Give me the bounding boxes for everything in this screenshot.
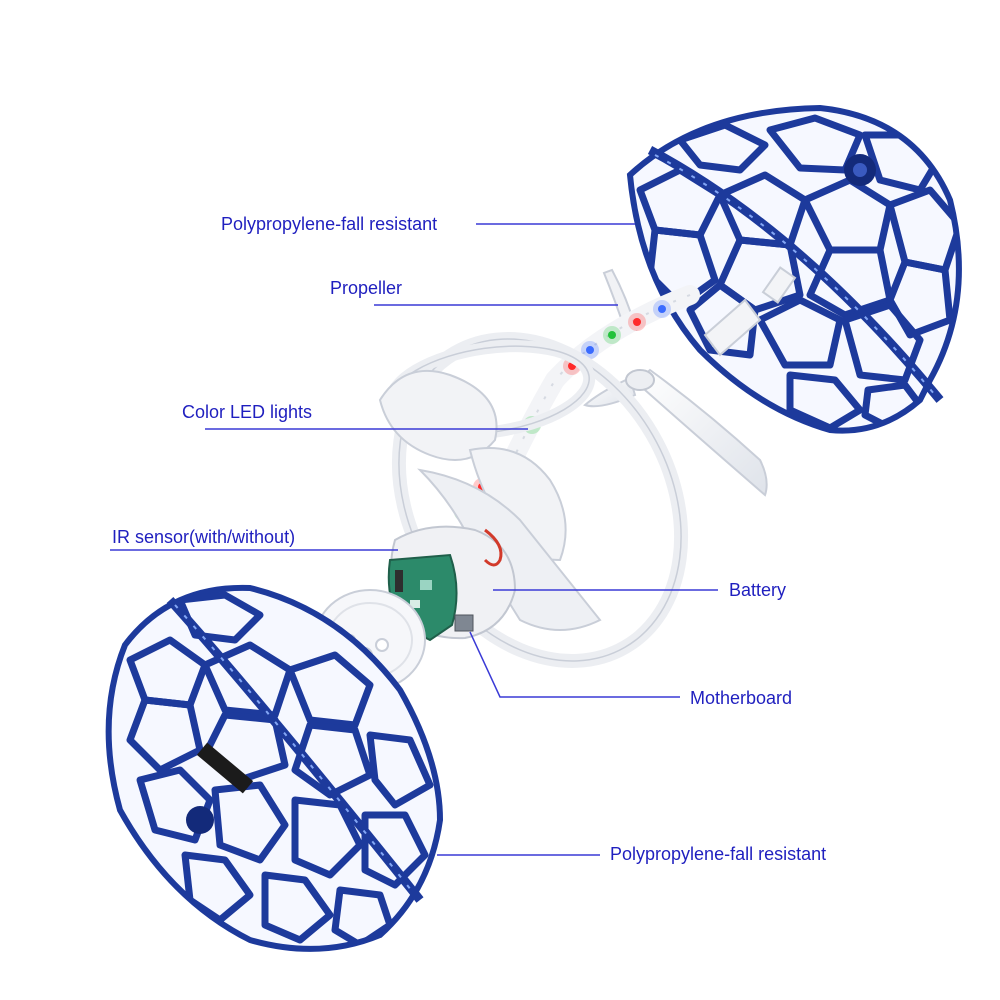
motor-wire — [483, 528, 503, 567]
ir-sensor — [454, 614, 474, 632]
led-dot — [608, 331, 616, 339]
top-cage-clip — [703, 298, 762, 357]
label-led-lights: Color LED lights — [182, 402, 313, 422]
led-dot — [633, 318, 641, 326]
led-dot — [658, 305, 666, 313]
fin-upper — [378, 369, 498, 461]
label-ir-sensor: IR sensor(with/without) — [112, 527, 296, 547]
bottom-cage-shell — [105, 584, 444, 952]
label-motherboard: Motherboard — [690, 688, 793, 708]
bottom-cage-bar — [196, 742, 254, 794]
led-dot — [586, 346, 594, 354]
label-battery: Battery — [729, 580, 787, 600]
leader-line-motherboard — [469, 631, 680, 698]
label-propeller: Propeller — [330, 278, 403, 298]
top-cage-shell — [626, 104, 962, 434]
label-shell-bottom: Polypropylene-fall resistant — [610, 844, 827, 864]
label-shell-top: Polypropylene-fall resistant — [221, 214, 438, 234]
leader-lines — [110, 223, 718, 856]
